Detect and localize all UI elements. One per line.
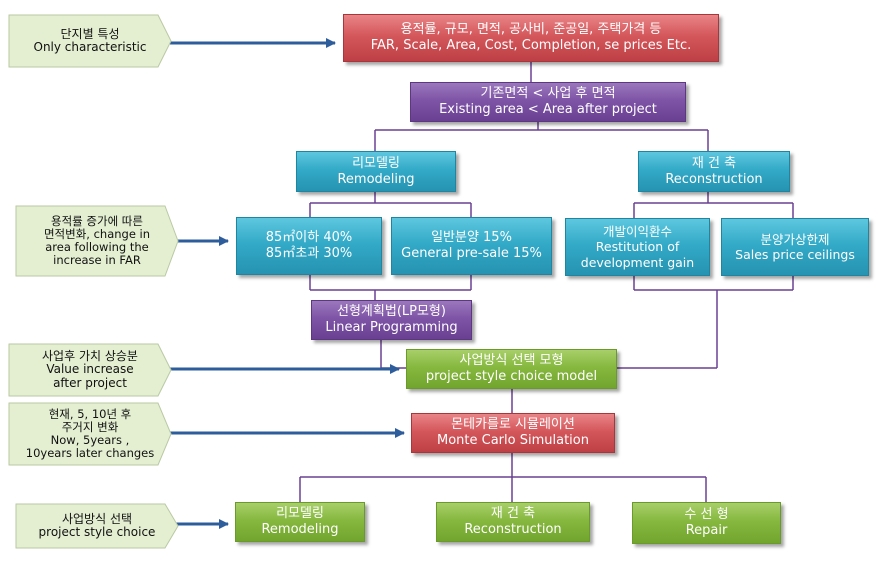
- size-ratio-box-line2: 85㎡초과 30%: [265, 246, 353, 261]
- side-label-price-change-line1: 현재, 5, 10년 후: [48, 406, 132, 421]
- area-compare-box-en: Existing area < Area after project: [439, 102, 657, 117]
- side-label-far-change-line1: 용적률 증가에 따른: [51, 213, 143, 228]
- remodeling-box-ko: 리모델링: [352, 155, 400, 171]
- side-label-characteristic-en: Only characteristic: [33, 40, 147, 54]
- restitution-box-en1: Restitution of: [595, 239, 680, 255]
- restitution-box-en2: development gain: [580, 254, 695, 270]
- restitution-box: 개발이익환수 Restitution of development gain: [565, 218, 710, 276]
- side-label-characteristic-ko: 단지별 특성: [60, 26, 120, 41]
- result-repair-box-ko: 수 선 형: [684, 507, 729, 523]
- choice-model-box-en: project style choice model: [425, 369, 598, 384]
- choice-model-box: 사업방식 선택 모형 project style choice model: [406, 349, 617, 389]
- linear-programming-box-en: Linear Programming: [325, 320, 458, 335]
- reconstruction-box-en: Reconstruction: [665, 171, 763, 187]
- factors-box-en: FAR, Scale, Area, Cost, Completion, se p…: [370, 38, 692, 53]
- side-label-price-change: 현재, 5, 10년 후 주거지 변화 Now, 5years , 10year…: [8, 402, 172, 466]
- factors-box: 용적률, 규모, 면적, 공사비, 준공일, 주택가격 등 FAR, Scale…: [343, 14, 719, 62]
- monte-carlo-box-ko: 몬테카를로 시뮬레이션: [451, 417, 575, 433]
- side-label-far-change-line3: area following the: [45, 240, 149, 254]
- side-label-far-change: 용적률 증가에 따른 면적변화, change in area followin…: [15, 205, 179, 277]
- area-compare-box: 기존면적 < 사업 후 면적 Existing area < Area afte…: [410, 82, 686, 122]
- chevron-shape: [8, 402, 172, 466]
- side-label-style-choice: 사업방식 선택 project style choice: [15, 503, 179, 549]
- area-compare-box-ko: 기존면적 < 사업 후 면적: [480, 86, 616, 102]
- side-label-price-change-line4: 10years later changes: [25, 446, 155, 461]
- result-repair-box: 수 선 형 Repair: [632, 502, 781, 544]
- result-repair-box-en: Repair: [685, 523, 728, 538]
- result-reconstruction-box-ko: 재 건 축: [490, 506, 536, 522]
- general-sale-box-ko: 일반분양 15%: [431, 230, 512, 246]
- side-label-style-choice-ko: 사업방식 선택: [61, 511, 133, 526]
- result-remodeling-box: 리모델링 Remodeling: [235, 502, 365, 542]
- chevron-shape: [15, 205, 179, 277]
- reconstruction-box-ko: 재 건 축: [691, 155, 737, 171]
- size-ratio-box-line1: 85㎡이하 40%: [265, 230, 353, 246]
- size-ratio-box: 85㎡이하 40% 85㎡초과 30%: [236, 217, 382, 275]
- result-reconstruction-box: 재 건 축 Reconstruction: [436, 502, 590, 542]
- price-ceiling-box-en: Sales price ceilings: [735, 247, 855, 262]
- factors-box-ko: 용적률, 규모, 면적, 공사비, 준공일, 주택가격 등: [400, 22, 662, 38]
- side-label-value-increase: 사업후 가치 상승분 Value increase after project: [8, 343, 172, 397]
- side-label-value-increase-en2: after project: [53, 375, 127, 390]
- price-ceiling-box-ko: 분양가상한제: [760, 231, 830, 247]
- side-label-price-change-line3: Now, 5years ,: [50, 433, 130, 447]
- monte-carlo-box: 몬테카를로 시뮬레이션 Monte Carlo Simulation: [411, 413, 615, 453]
- side-label-value-increase-ko: 사업후 가치 상승분: [42, 349, 138, 364]
- reconstruction-box: 재 건 축 Reconstruction: [638, 151, 790, 192]
- chevron-shape: [15, 503, 179, 549]
- side-label-far-change-line2: 면적변화, change in: [43, 226, 151, 241]
- remodeling-box-en: Remodeling: [337, 171, 415, 187]
- remodeling-box: 리모델링 Remodeling: [296, 151, 456, 192]
- general-sale-box: 일반분양 15% General pre-sale 15%: [391, 217, 552, 275]
- side-label-value-increase-en1: Value increase: [46, 362, 134, 377]
- result-remodeling-box-en: Remodeling: [261, 522, 339, 537]
- price-ceiling-box: 분양가상한제 Sales price ceilings: [721, 218, 869, 276]
- choice-model-box-ko: 사업방식 선택 모형: [459, 353, 564, 369]
- side-label-style-choice-en: project style choice: [38, 525, 156, 539]
- side-label-price-change-line2: 주거지 변화: [61, 419, 119, 434]
- linear-programming-box-ko: 선형계획법(LP모형): [337, 304, 446, 320]
- side-label-far-change-line4: increase in FAR: [53, 253, 141, 268]
- side-label-characteristic: 단지별 특성 Only characteristic: [8, 14, 172, 68]
- chevron-shape: [8, 343, 172, 397]
- result-remodeling-box-ko: 리모델링: [276, 506, 324, 522]
- general-sale-box-en: General pre-sale 15%: [401, 246, 542, 261]
- linear-programming-box: 선형계획법(LP모형) Linear Programming: [311, 300, 472, 340]
- result-reconstruction-box-en: Reconstruction: [464, 522, 562, 537]
- chevron-shape: [8, 14, 172, 68]
- restitution-box-ko: 개발이익환수: [602, 224, 672, 240]
- monte-carlo-box-en: Monte Carlo Simulation: [437, 433, 589, 448]
